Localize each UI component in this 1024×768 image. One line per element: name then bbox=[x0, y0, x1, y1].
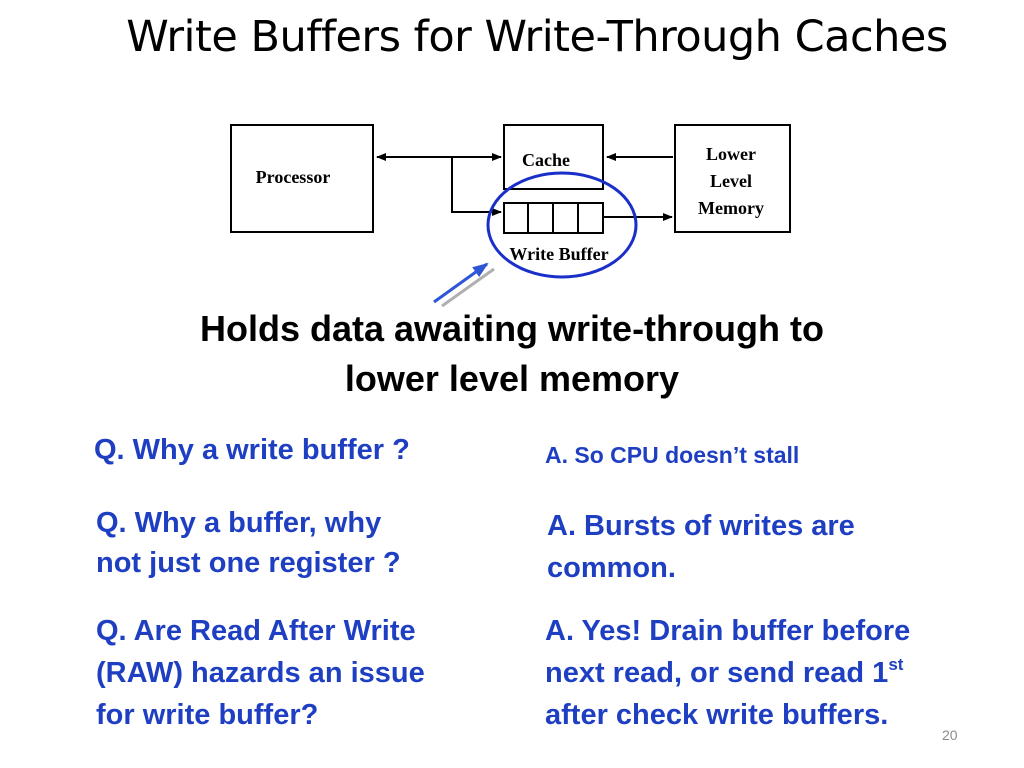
answer-3-line-2-text: next read, or send read 1 bbox=[545, 657, 889, 689]
pointer-arrow bbox=[433, 262, 489, 304]
ordinal-superscript: st bbox=[888, 655, 904, 674]
question-1: Q. Why a write buffer ? bbox=[94, 434, 410, 466]
processor-label: Processor bbox=[256, 167, 331, 187]
answer-2-line-1: A. Bursts of writes are bbox=[547, 510, 855, 542]
answer-3-line-3: after check write buffers. bbox=[545, 699, 889, 731]
answer-2-line-2: common. bbox=[547, 552, 676, 584]
answer-2: A. Bursts of writes are common. bbox=[547, 505, 987, 589]
question-2-line-2: not just one register ? bbox=[96, 547, 401, 579]
answer-3: A. Yes! Drain buffer before next read, o… bbox=[545, 610, 1024, 736]
question-3-line-2: (RAW) hazards an issue bbox=[96, 657, 425, 689]
page-number: 20 bbox=[942, 727, 958, 743]
write-buffer-diagram: Processor Cache Lower Level Memory Write… bbox=[230, 124, 791, 308]
answer-3-line-1: A. Yes! Drain buffer before bbox=[545, 615, 911, 647]
question-3: Q. Are Read After Write (RAW) hazards an… bbox=[96, 610, 536, 736]
answer-1: A. So CPU doesn’t stall bbox=[545, 442, 800, 468]
cache-label: Cache bbox=[522, 150, 570, 170]
pointer-arrow-shadow bbox=[441, 267, 495, 308]
answer-3-line-2: next read, or send read 1st bbox=[545, 652, 1024, 694]
slide-title: Write Buffers for Write-Through Caches bbox=[126, 12, 948, 62]
memory-label-line-1: Lower bbox=[706, 144, 756, 164]
question-3-line-3: for write buffer? bbox=[96, 699, 319, 731]
memory-label-line-2: Level bbox=[710, 171, 752, 191]
processor-to-buffer-arrow bbox=[451, 157, 502, 216]
main-text-line-2: lower level memory bbox=[344, 358, 680, 399]
write-buffer-highlight bbox=[486, 171, 638, 279]
question-2-line-1: Q. Why a buffer, why bbox=[96, 507, 382, 539]
memory-box bbox=[674, 124, 791, 233]
question-3-line-1: Q. Are Read After Write bbox=[96, 615, 416, 647]
processor-box bbox=[230, 124, 374, 233]
main-text-line-1: Holds data awaiting write-through to bbox=[200, 308, 824, 349]
cache-box bbox=[503, 124, 604, 190]
question-2: Q. Why a buffer, why not just one regist… bbox=[96, 503, 516, 583]
memory-label-line-3: Memory bbox=[698, 198, 764, 218]
write-buffer-label: Write Buffer bbox=[509, 244, 608, 264]
